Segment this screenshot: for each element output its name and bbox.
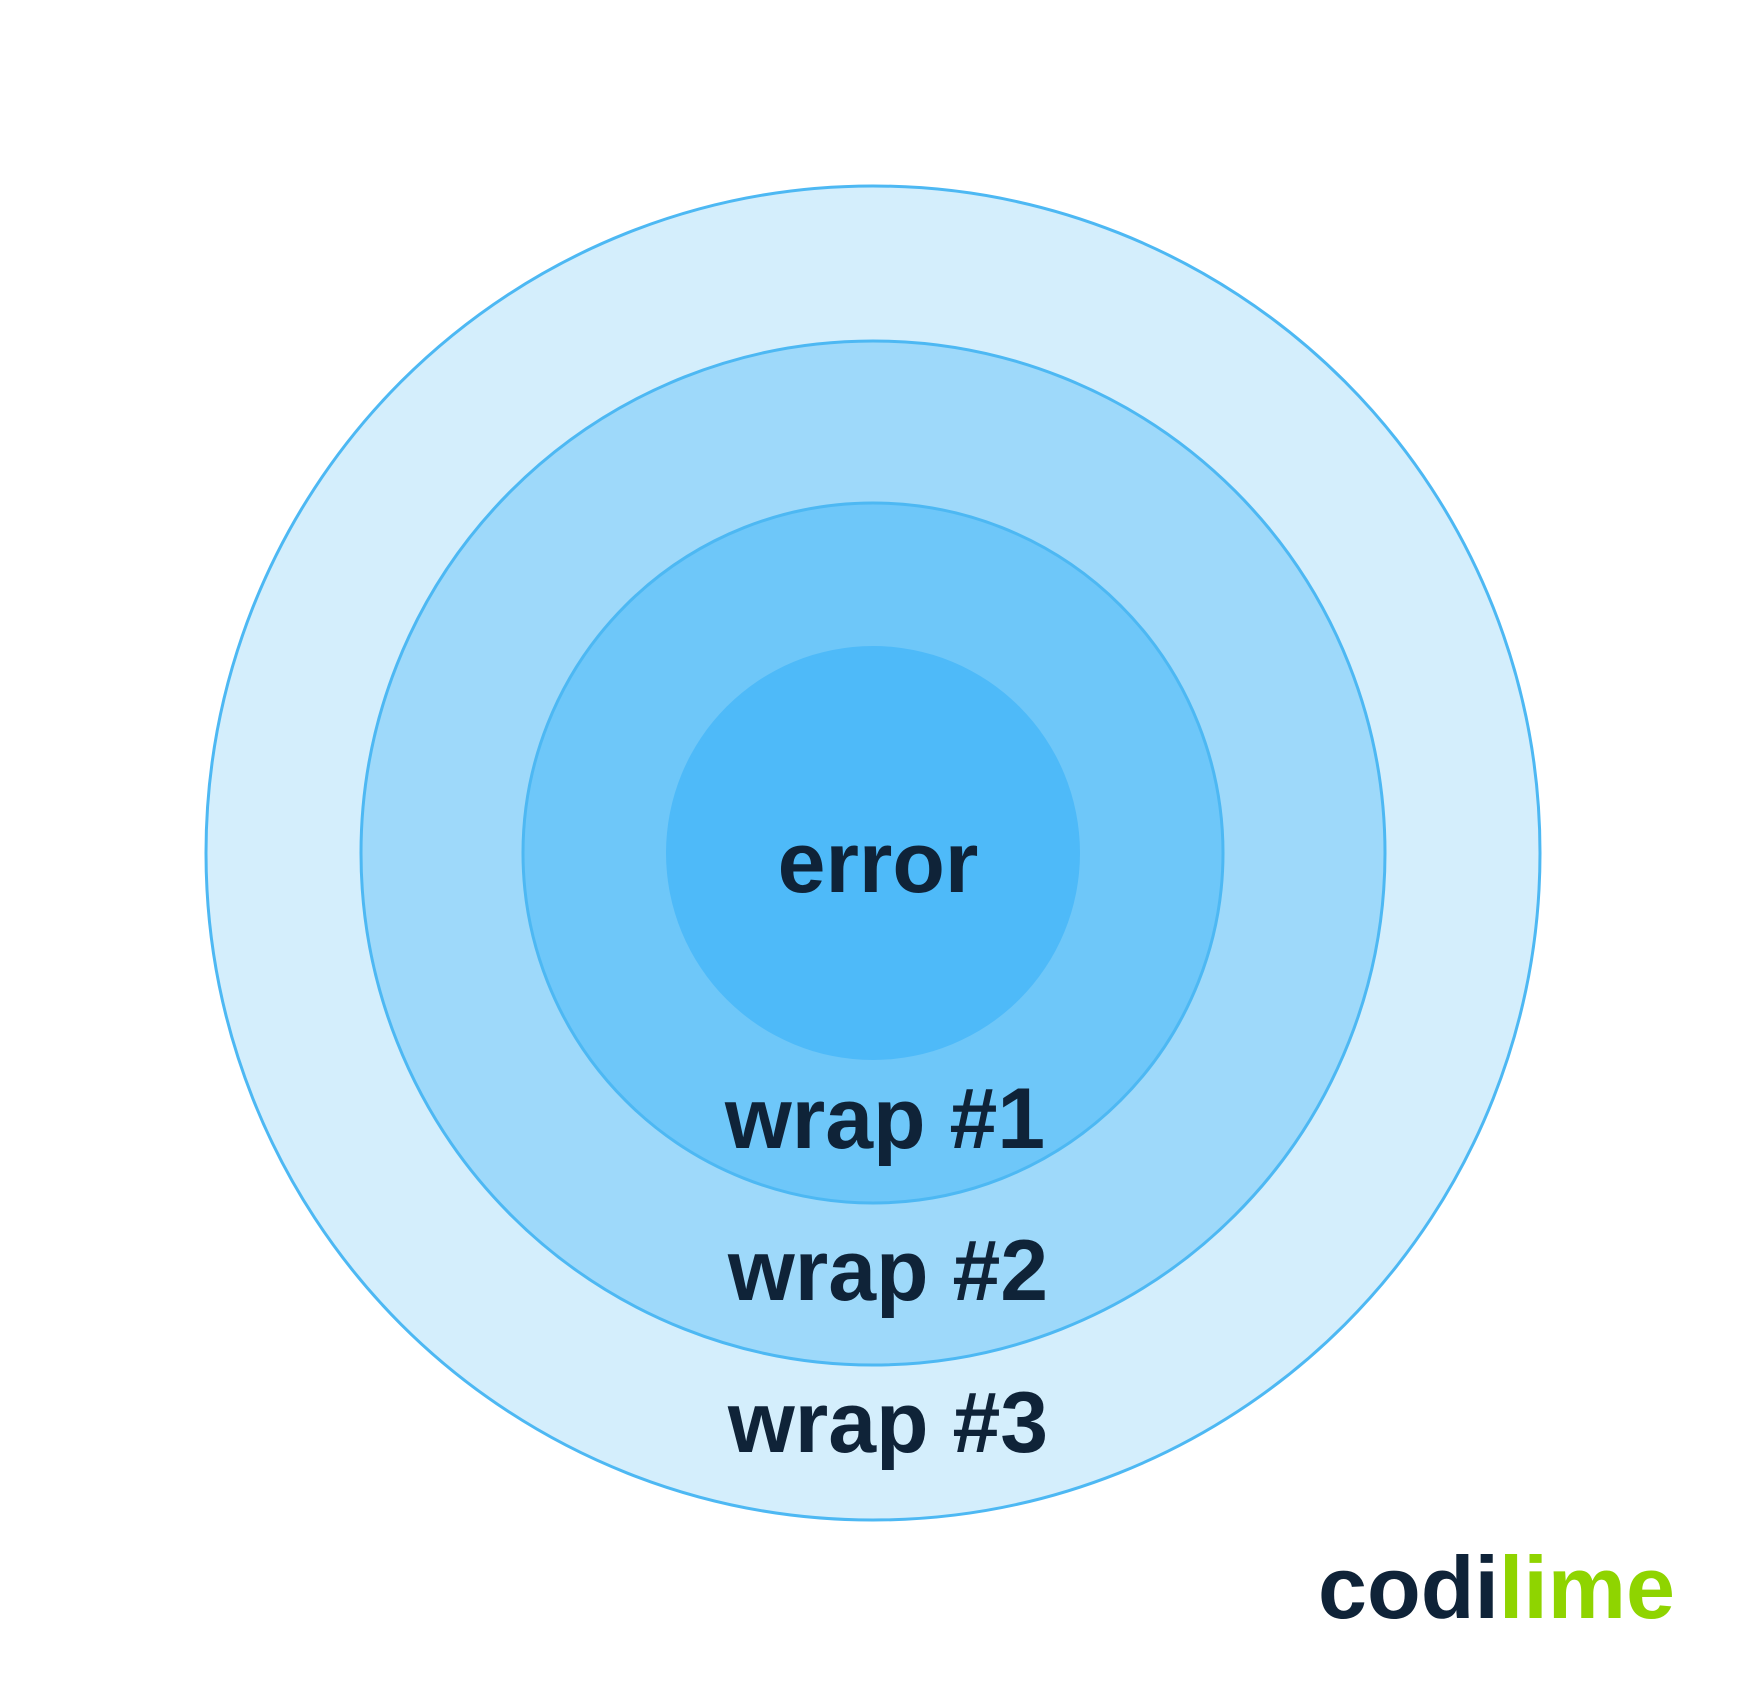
logo-part-lime: lime [1499,1538,1675,1637]
logo-text: codilime [1318,1538,1675,1637]
error-label: error [778,815,979,911]
wrap-1-label: wrap #1 [724,1071,1045,1167]
wrap-2-label: wrap #2 [727,1223,1048,1319]
wrap-3-label: wrap #3 [727,1375,1048,1471]
codilime-logo: codilime [1318,1538,1675,1637]
error-core-circle [666,646,1080,1060]
logo-part-codi: codi [1318,1538,1499,1637]
